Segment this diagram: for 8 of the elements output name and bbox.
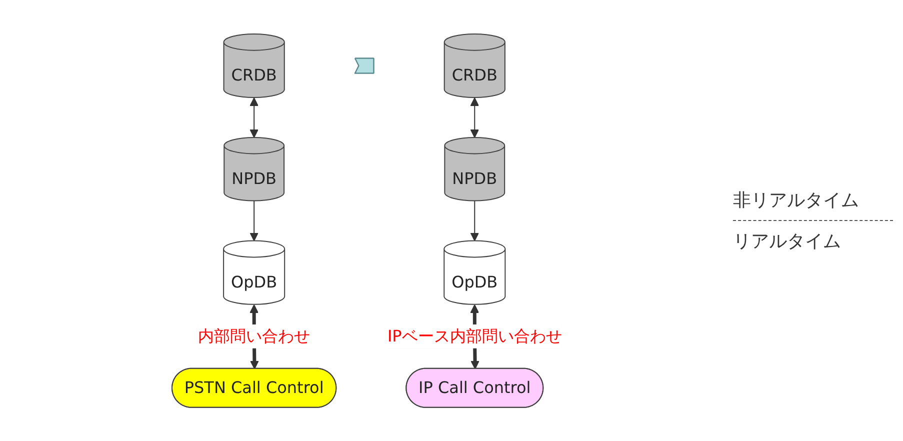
edge-label: 内部問い合わせ	[198, 326, 310, 346]
arrow	[470, 97, 479, 138]
arrow	[249, 200, 258, 241]
zone-label: 非リアルタイム	[733, 189, 859, 213]
arrow	[249, 97, 258, 138]
edge-label: IPベース内部問い合わせ	[387, 326, 562, 346]
arrow	[470, 200, 479, 241]
zone-label: リアルタイム	[733, 230, 841, 254]
